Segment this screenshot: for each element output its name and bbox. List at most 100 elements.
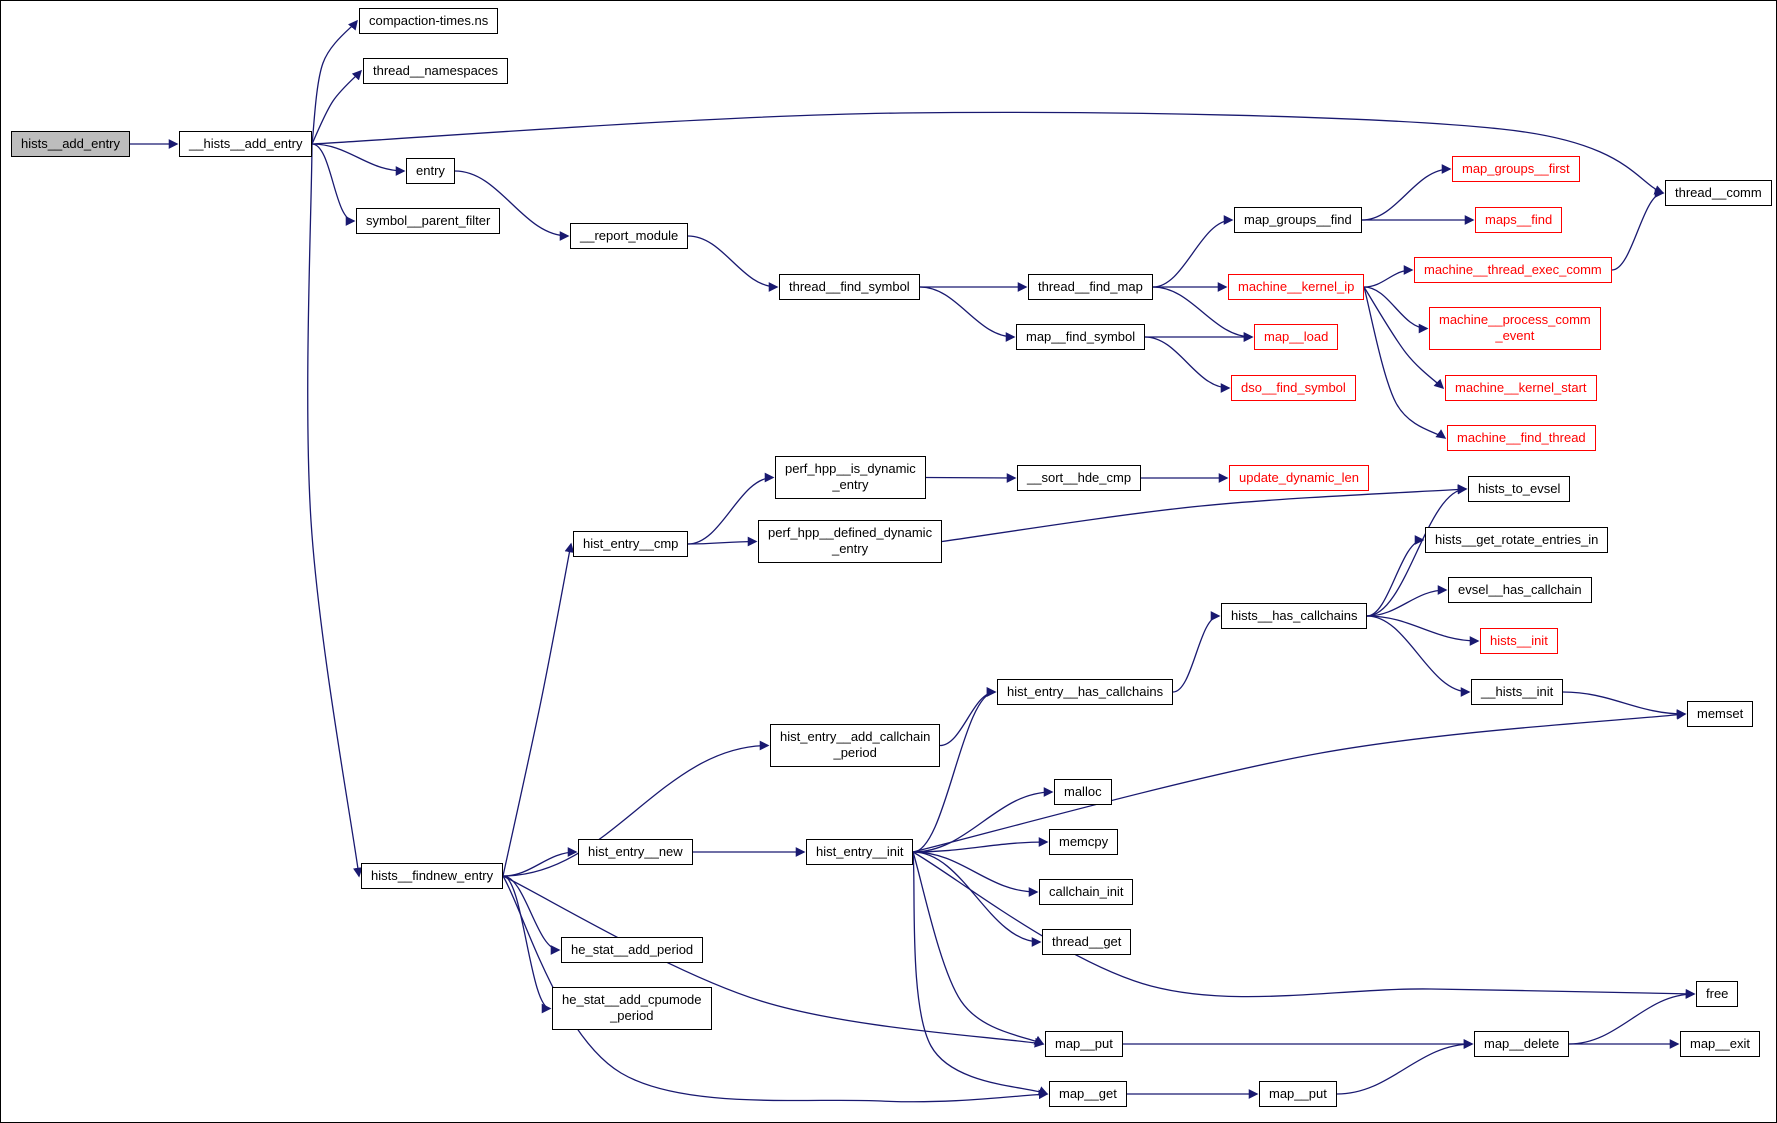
node-label: _period <box>833 745 877 761</box>
node-label: map_groups__find <box>1244 212 1352 227</box>
node-label: map__find_symbol <box>1026 329 1136 344</box>
node-hists__add_entry[interactable]: hists__add_entry <box>11 131 131 158</box>
edge-hists__findnew_entry-to-he_stat__add_cpumode_period <box>502 875 552 1014</box>
edge-map__delete-to-free <box>1568 989 1696 1045</box>
node-label: machine__kernel_ip <box>1238 279 1355 294</box>
node-malloc[interactable]: malloc <box>1054 779 1112 806</box>
edge-machine__kernel_ip-to-machine__thread_exec_comm <box>1363 265 1414 288</box>
edge-hist_entry__init-to-hist_entry__has_callchains <box>912 687 997 853</box>
edge-__hists__add_entry-to-entry <box>311 143 406 176</box>
node-machine__kernel_start[interactable]: machine__kernel_start <box>1445 375 1597 402</box>
node-thread__comm[interactable]: thread__comm <box>1665 180 1772 207</box>
node-label: hists__init <box>1490 633 1548 648</box>
node-__report_module[interactable]: __report_module <box>570 223 689 250</box>
node-hist_entry__new[interactable]: hist_entry__new <box>578 839 693 866</box>
edge-hist_entry__has_callchains-to-hists__has_callchains <box>1172 611 1221 693</box>
edge-hists__has_callchains-to-hists__init <box>1366 615 1480 646</box>
edge-map__find_symbol-to-dso__find_symbol <box>1144 336 1231 393</box>
node-label: hists__get_rotate_entries_in <box>1435 532 1599 547</box>
edge-perf_hpp__is_dynamic_entry-to-__sort__hde_cmp <box>925 473 1017 483</box>
node-label: thread__find_symbol <box>789 279 910 294</box>
node-label: memset <box>1697 706 1744 721</box>
node-hist_entry__init[interactable]: hist_entry__init <box>806 839 914 866</box>
node-hists__has_callchains[interactable]: hists__has_callchains <box>1221 603 1368 630</box>
node-label: perf_hpp__is_dynamic <box>785 461 916 476</box>
node-callchain_init[interactable]: callchain_init <box>1039 879 1134 906</box>
node-label: hist_entry__add_callchain <box>780 729 931 744</box>
node-label: perf_hpp__defined_dynamic <box>768 525 933 540</box>
node-entry[interactable]: entry <box>406 158 455 185</box>
node-label: update_dynamic_len <box>1239 470 1359 485</box>
node-he_stat__add_cpumode_period[interactable]: he_stat__add_cpumode_period <box>552 987 712 1030</box>
node-map_groups__find[interactable]: map_groups__find <box>1234 207 1362 234</box>
edge-hist_entry__init-to-memcpy <box>912 837 1049 853</box>
node-map__put2[interactable]: map__put <box>1259 1081 1337 1108</box>
node-dso__find_symbol[interactable]: dso__find_symbol <box>1231 375 1356 402</box>
node-label: map_groups__first <box>1462 161 1570 176</box>
node-map__put[interactable]: map__put <box>1045 1031 1123 1058</box>
node-label: hists__has_callchains <box>1231 608 1358 623</box>
node-machine__thread_exec_comm[interactable]: machine__thread_exec_comm <box>1414 257 1612 284</box>
node-label: map__delete <box>1484 1036 1560 1051</box>
node-symbol__parent_filter[interactable]: symbol__parent_filter <box>356 208 501 235</box>
node-__sort__hde_cmp[interactable]: __sort__hde_cmp <box>1017 465 1142 492</box>
node-machine__kernel_ip[interactable]: machine__kernel_ip <box>1228 274 1365 301</box>
node-map__delete[interactable]: map__delete <box>1474 1031 1570 1058</box>
node-update_dynamic_len[interactable]: update_dynamic_len <box>1229 465 1369 492</box>
edge-hist_entry__add_callchain_period-to-hist_entry__has_callchains <box>939 687 997 747</box>
node-label: memcpy <box>1059 834 1109 849</box>
edge-hists__findnew_entry-to-hist_entry__new <box>502 847 578 877</box>
node-map_groups__first[interactable]: map_groups__first <box>1452 156 1580 183</box>
node-map__get[interactable]: map__get <box>1049 1081 1127 1108</box>
node-label: entry <box>416 163 445 178</box>
node-label: compaction-times.ns <box>369 13 489 28</box>
node-memset[interactable]: memset <box>1687 701 1754 728</box>
node-perf_hpp__defined_dynamic_entry[interactable]: perf_hpp__defined_dynamic_entry <box>758 520 943 563</box>
node-map__load[interactable]: map__load <box>1254 324 1339 351</box>
edge-perf_hpp__defined_dynamic_entry-to-hists_to_evsel <box>941 484 1468 543</box>
node-label: malloc <box>1064 784 1102 799</box>
node-compaction-times.ns[interactable]: compaction-times.ns <box>359 8 499 35</box>
node-map__exit[interactable]: map__exit <box>1680 1031 1760 1058</box>
node-label: dso__find_symbol <box>1241 380 1346 395</box>
node-hists__init[interactable]: hists__init <box>1480 628 1558 655</box>
node-maps__find[interactable]: maps__find <box>1475 207 1563 234</box>
edge-__hists__add_entry-to-hists__findnew_entry <box>307 143 363 878</box>
node-thread__get[interactable]: thread__get <box>1042 929 1132 956</box>
node-memcpy[interactable]: memcpy <box>1049 829 1119 856</box>
node-label: machine__kernel_start <box>1455 380 1587 395</box>
edge-machine__thread_exec_comm-to-thread__comm <box>1611 188 1665 271</box>
node-thread__find_symbol[interactable]: thread__find_symbol <box>779 274 920 301</box>
node-label: __report_module <box>580 228 679 243</box>
node-hist_entry__add_callchain_period[interactable]: hist_entry__add_callchain_period <box>770 724 941 767</box>
node-label: thread__get <box>1052 934 1122 949</box>
edge-hist_entry__cmp-to-perf_hpp__defined_dynamic_entry <box>687 536 758 547</box>
node-hists__findnew_entry[interactable]: hists__findnew_entry <box>361 863 504 890</box>
node-machine__process_comm_event[interactable]: machine__process_comm_event <box>1429 307 1601 350</box>
node-label: symbol__parent_filter <box>366 213 491 228</box>
edge-hist_entry__init-to-thread__get <box>912 851 1042 947</box>
node-thread__namespaces[interactable]: thread__namespaces <box>363 58 509 85</box>
node-perf_hpp__is_dynamic_entry[interactable]: perf_hpp__is_dynamic_entry <box>775 456 926 499</box>
edge-hists__has_callchains-to-evsel__has_callchain <box>1366 585 1448 617</box>
node-evsel__has_callchain[interactable]: evsel__has_callchain <box>1448 577 1592 604</box>
node-__hists__init[interactable]: __hists__init <box>1471 679 1564 706</box>
node-hist_entry__cmp[interactable]: hist_entry__cmp <box>573 531 689 558</box>
node-label: free <box>1706 986 1729 1001</box>
node-hists__get_rotate_entries_in[interactable]: hists__get_rotate_entries_in <box>1425 527 1609 554</box>
node-free[interactable]: free <box>1696 981 1739 1008</box>
node-machine__find_thread[interactable]: machine__find_thread <box>1447 425 1596 452</box>
node-label: __hists__add_entry <box>189 136 303 151</box>
node-label: map__put <box>1055 1036 1113 1051</box>
edge-hists__findnew_entry-to-hist_entry__cmp <box>502 542 575 877</box>
node-hist_entry__has_callchains[interactable]: hist_entry__has_callchains <box>997 679 1174 706</box>
node-map__find_symbol[interactable]: map__find_symbol <box>1016 324 1146 351</box>
node-label: map__put <box>1269 1086 1327 1101</box>
node-he_stat__add_period[interactable]: he_stat__add_period <box>561 937 704 964</box>
node-label: _entry <box>831 541 869 557</box>
node-__hists__add_entry[interactable]: __hists__add_entry <box>179 131 313 158</box>
node-label: thread__find_map <box>1038 279 1143 294</box>
node-label: map__load <box>1264 329 1329 344</box>
node-thread__find_map[interactable]: thread__find_map <box>1028 274 1153 301</box>
node-hists_to_evsel[interactable]: hists_to_evsel <box>1468 476 1571 503</box>
